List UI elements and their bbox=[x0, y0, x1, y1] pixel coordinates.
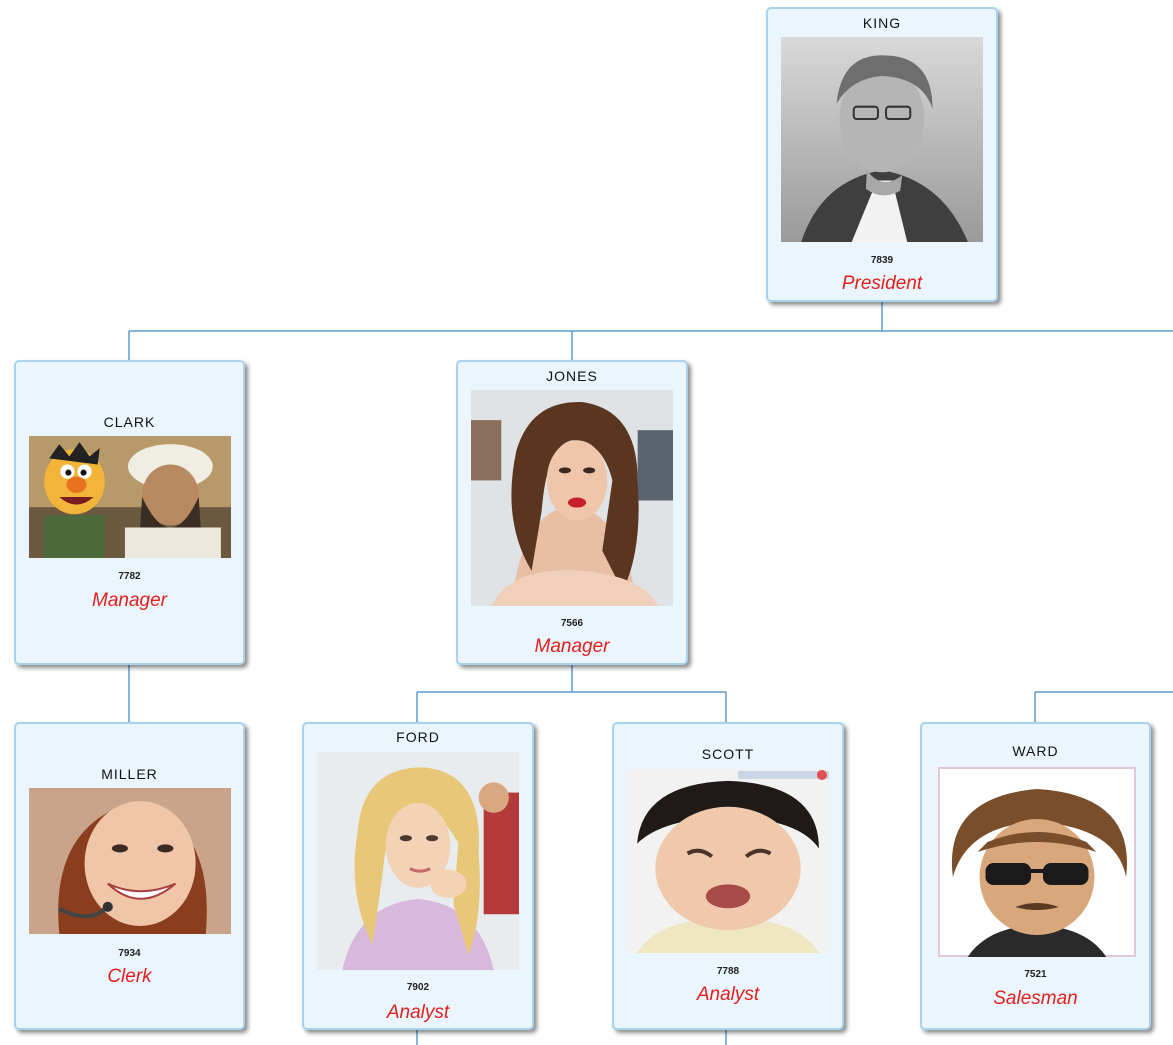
job-title: Manager bbox=[92, 590, 167, 611]
job-title: Clerk bbox=[107, 966, 152, 987]
node-name: KING bbox=[862, 15, 902, 31]
job-title: Salesman bbox=[993, 988, 1078, 1009]
job-title: President bbox=[841, 273, 923, 294]
portrait-photo-icon bbox=[29, 436, 231, 558]
portrait-photo-icon bbox=[781, 37, 983, 242]
node-name: FORD bbox=[396, 729, 440, 745]
org-node-jones[interactable]: JONES 7566 Manager bbox=[456, 360, 688, 665]
employee-number: 7839 bbox=[870, 255, 894, 266]
org-node-scott[interactable]: SCOTT 7788 Analyst bbox=[612, 722, 844, 1030]
employee-number: 7521 bbox=[1024, 969, 1047, 980]
org-node-ward[interactable]: WARD 7521 Salesman bbox=[920, 722, 1151, 1030]
portrait-photo-icon bbox=[317, 752, 519, 970]
org-node-clark[interactable]: CLARK 7782 Manager bbox=[14, 360, 245, 665]
employee-number: 7902 bbox=[406, 982, 430, 993]
node-name: SCOTT bbox=[701, 746, 755, 762]
job-title: Analyst bbox=[386, 1002, 450, 1023]
employee-number: 7566 bbox=[560, 618, 584, 629]
portrait-photo-icon bbox=[471, 390, 673, 606]
portrait-photo-icon bbox=[938, 767, 1136, 957]
job-title: Manager bbox=[534, 636, 610, 657]
job-title: Analyst bbox=[696, 984, 760, 1005]
employee-number: 7934 bbox=[118, 948, 141, 959]
portrait-photo-icon bbox=[627, 769, 829, 953]
employee-number: 7782 bbox=[118, 571, 141, 582]
node-name: WARD bbox=[1012, 743, 1059, 759]
org-node-miller[interactable]: MILLER 7934 Clerk bbox=[14, 722, 245, 1030]
employee-number: 7788 bbox=[716, 966, 740, 977]
org-node-king[interactable]: KING 7839 President bbox=[766, 7, 998, 302]
org-node-ford[interactable]: FORD 7902 Analyst bbox=[302, 722, 534, 1030]
node-name: JONES bbox=[546, 368, 598, 384]
portrait-photo-icon bbox=[29, 788, 231, 934]
node-name: CLARK bbox=[103, 414, 156, 430]
node-name: MILLER bbox=[101, 766, 158, 782]
